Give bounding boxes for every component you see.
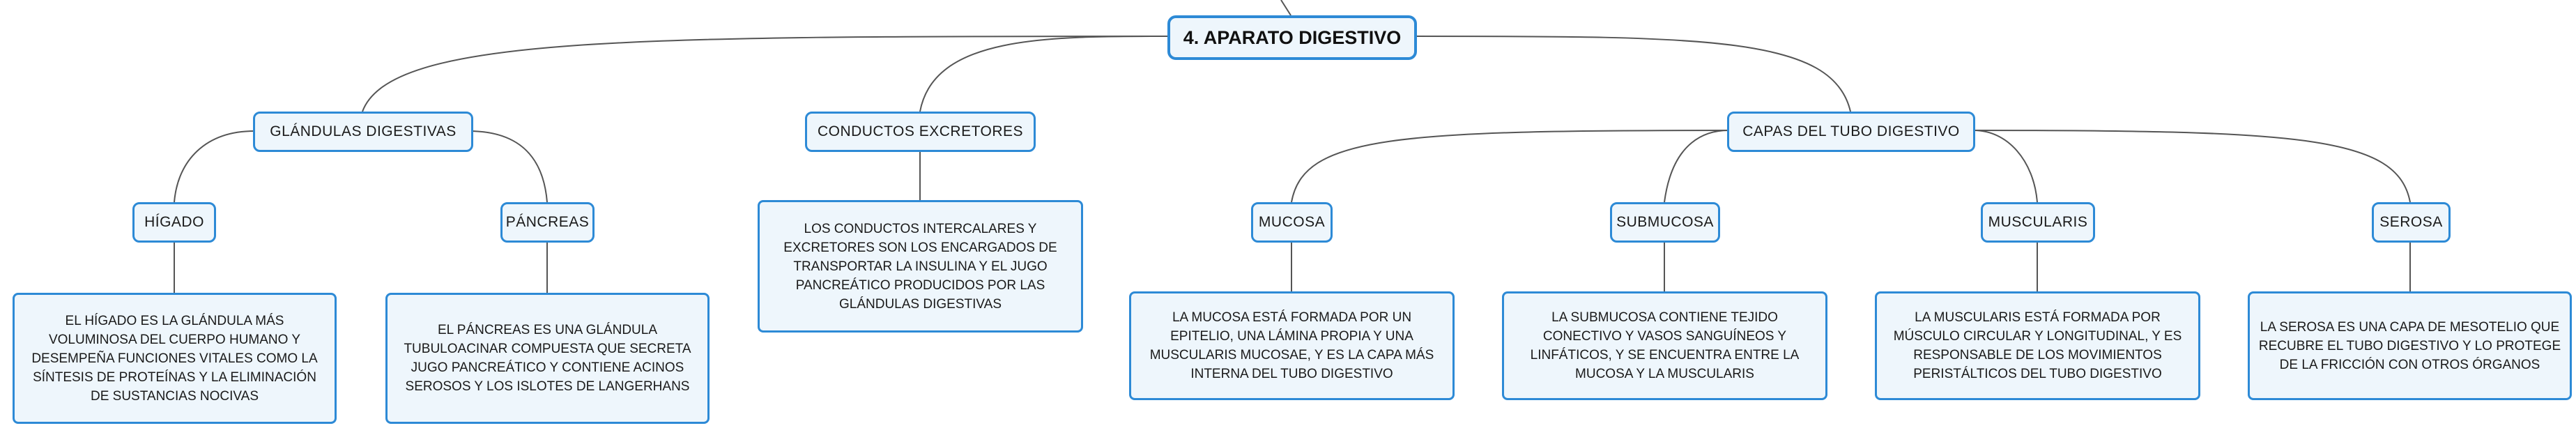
connector-glandulas-higado xyxy=(174,130,255,203)
node-muscularis[interactable]: MUSCULARIS xyxy=(1981,202,2095,243)
node-mucosa[interactable]: MUCOSA xyxy=(1251,202,1333,243)
connector-glandulas-pancreas xyxy=(468,130,548,203)
text-pancreas[interactable]: EL PÁNCREAS ES UNA GLÁNDULA TUBULOACINAR… xyxy=(385,293,710,424)
node-glandulas-digestivas[interactable]: GLÁNDULAS DIGESTIVAS xyxy=(253,112,473,152)
connector-root-conductos xyxy=(919,36,1168,112)
connector-capas-submucosa xyxy=(1664,130,1729,203)
node-serosa[interactable]: SEROSA xyxy=(2372,202,2451,243)
connector-root-glandulas xyxy=(362,36,1168,112)
node-pancreas[interactable]: PÁNCREAS xyxy=(500,202,595,243)
text-higado[interactable]: EL HÍGADO ES LA GLÁNDULA MÁS VOLUMINOSA … xyxy=(13,293,337,424)
connector-root-capas xyxy=(1416,36,1851,112)
node-capas-tubo-digestivo[interactable]: CAPAS DEL TUBO DIGESTIVO xyxy=(1727,112,1975,152)
connector-capas-muscularis xyxy=(1973,130,2038,203)
connector-capas-serosa xyxy=(1973,130,2411,203)
connector-capas-mucosa xyxy=(1291,130,1729,203)
text-submucosa[interactable]: LA SUBMUCOSA CONTIENE TEJIDO CONECTIVO Y… xyxy=(1502,291,1827,400)
node-conductos-excretores[interactable]: CONDUCTOS EXCRETORES xyxy=(805,112,1036,152)
text-conductos[interactable]: LOS CONDUCTOS INTERCALARES Y EXCRETORES … xyxy=(758,200,1083,333)
root-node[interactable]: 4. APARATO DIGESTIVO xyxy=(1167,15,1417,60)
node-higado[interactable]: HÍGADO xyxy=(132,202,216,243)
connector-top-stub xyxy=(1280,0,1291,16)
text-serosa[interactable]: LA SEROSA ES UNA CAPA DE MESOTELIO QUE R… xyxy=(2248,291,2572,400)
text-muscularis[interactable]: LA MUSCULARIS ESTÁ FORMADA POR MÚSCULO C… xyxy=(1875,291,2200,400)
node-submucosa[interactable]: SUBMUCOSA xyxy=(1610,202,1720,243)
text-mucosa[interactable]: LA MUCOSA ESTÁ FORMADA POR UN EPITELIO, … xyxy=(1129,291,1455,400)
